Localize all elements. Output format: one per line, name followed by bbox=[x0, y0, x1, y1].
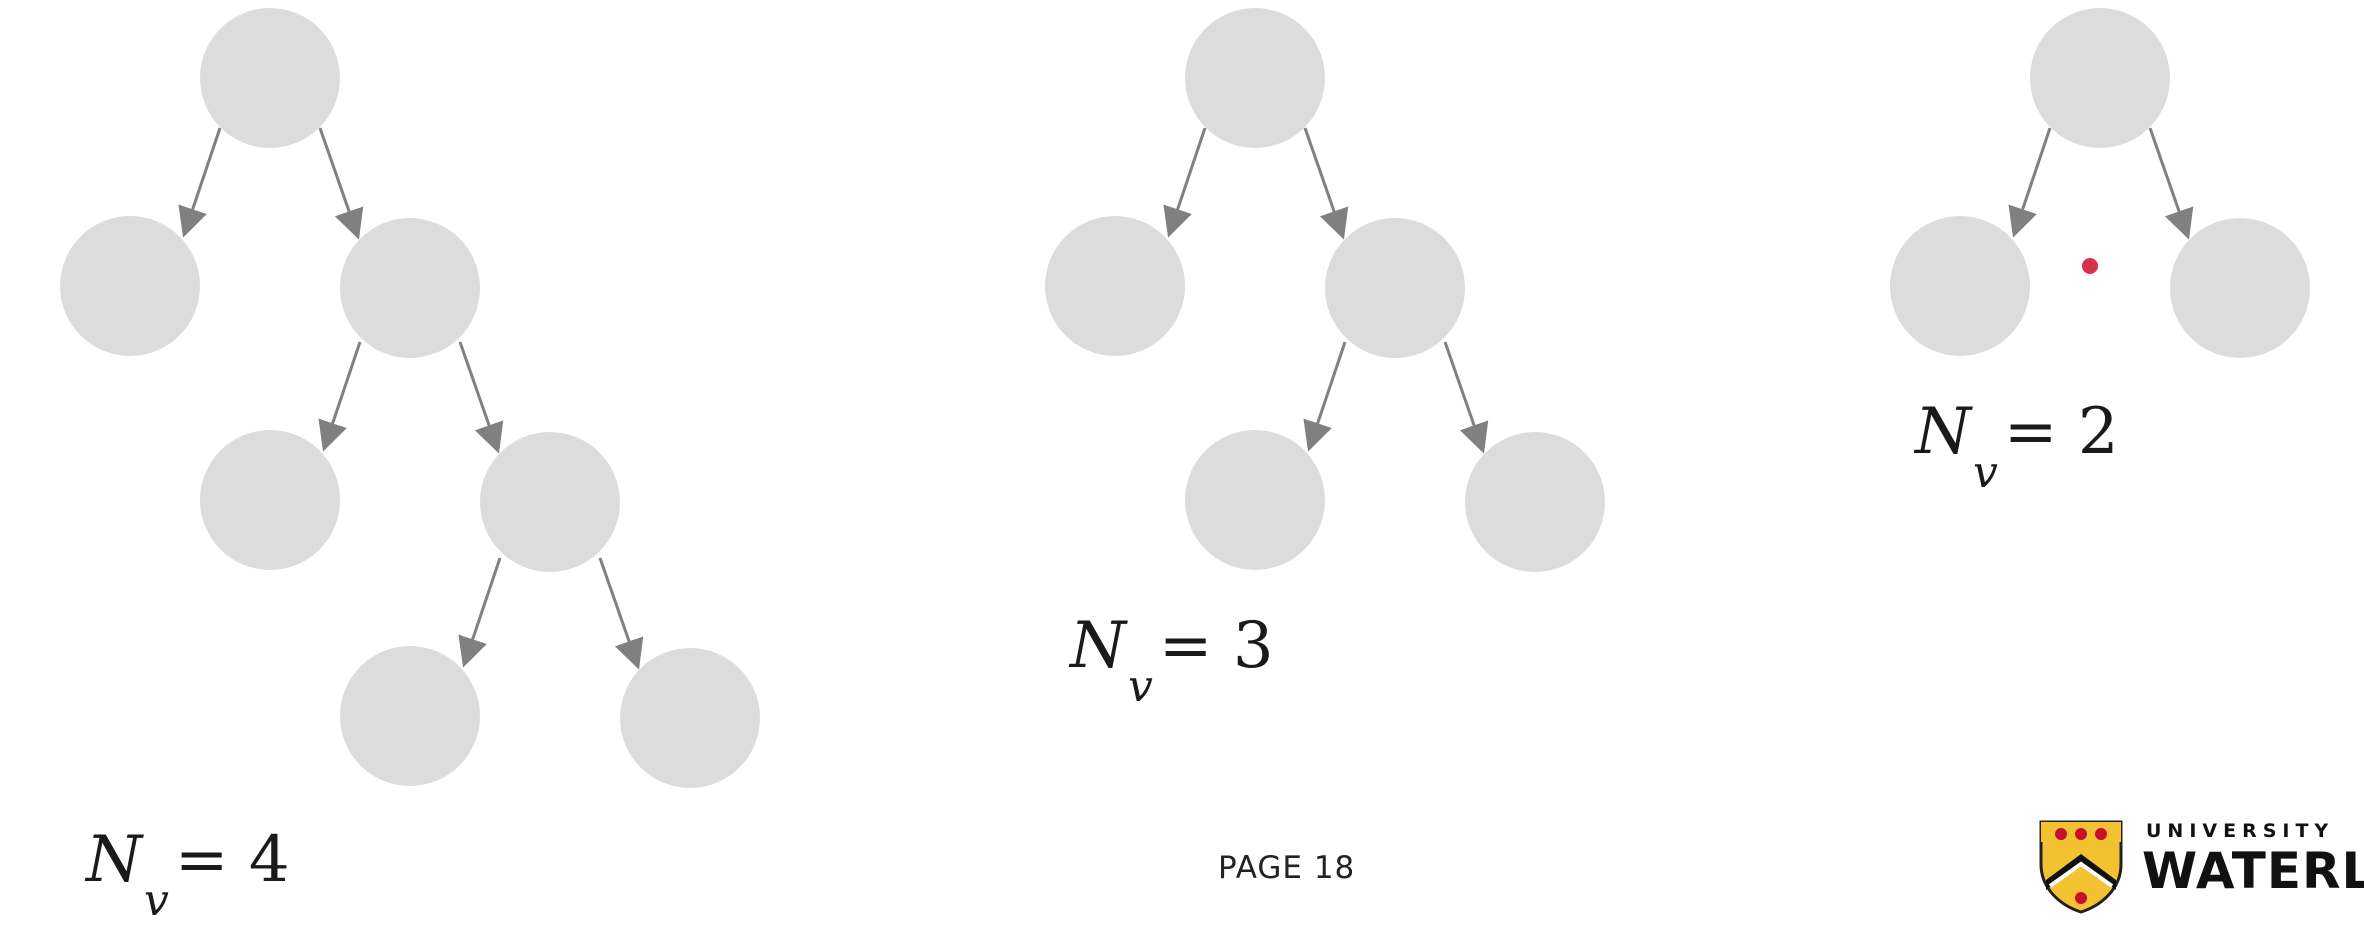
equation-symbol: N bbox=[1070, 609, 1126, 683]
tree-node bbox=[340, 646, 480, 786]
edge bbox=[1303, 127, 1349, 240]
equation-nv-4: Nv= 4 bbox=[86, 828, 290, 923]
tree-node bbox=[340, 218, 480, 358]
tree-depth-3 bbox=[1045, 8, 1605, 572]
edge bbox=[598, 557, 644, 670]
equation-subscript: v bbox=[1973, 447, 1998, 498]
page-number: PAGE 18 bbox=[1218, 850, 1356, 886]
equation-symbol: N bbox=[86, 823, 142, 897]
edge bbox=[318, 341, 362, 452]
equation-value: = 4 bbox=[174, 823, 290, 897]
equation-value: = 3 bbox=[1158, 609, 1274, 683]
edge bbox=[1443, 341, 1489, 454]
tree-node bbox=[1890, 216, 2030, 356]
tree-node bbox=[200, 430, 340, 570]
tree-depth-2 bbox=[1890, 8, 2310, 358]
tree-node bbox=[480, 432, 620, 572]
edge bbox=[178, 127, 222, 238]
tree-node bbox=[1185, 430, 1325, 570]
edge bbox=[1303, 341, 1347, 452]
edge bbox=[458, 557, 502, 668]
edge bbox=[318, 127, 364, 240]
equation-subscript: v bbox=[1128, 661, 1153, 712]
edge bbox=[458, 341, 504, 454]
logo-text-waterloo: WATERLOO bbox=[2142, 842, 2364, 900]
equation-nv-2: Nv= 2 bbox=[1915, 400, 2119, 495]
edge bbox=[1163, 127, 1207, 238]
tree-edges bbox=[178, 127, 644, 670]
equation-nv-3: Nv= 3 bbox=[1070, 614, 1274, 709]
tree-node bbox=[1045, 216, 1185, 356]
university-logo: UNIVERSITY WATERLOO bbox=[2036, 818, 2364, 918]
tree-nodes bbox=[1890, 8, 2310, 358]
tree-node bbox=[620, 648, 760, 788]
tree-node bbox=[1325, 218, 1465, 358]
tree-node bbox=[200, 8, 340, 148]
laser-pointer-dot bbox=[2082, 258, 2098, 274]
equation-subscript: v bbox=[144, 875, 169, 926]
tree-edges bbox=[1163, 127, 1489, 454]
logo-text-university: UNIVERSITY bbox=[2146, 820, 2335, 842]
tree-edges bbox=[2008, 127, 2194, 240]
equation-value: = 2 bbox=[2003, 395, 2119, 469]
edge bbox=[2008, 127, 2052, 238]
tree-node bbox=[1465, 432, 1605, 572]
tree-nodes bbox=[60, 8, 760, 788]
shield-crest-icon bbox=[2039, 820, 2123, 914]
tree-node bbox=[1185, 8, 1325, 148]
edge bbox=[2148, 127, 2194, 240]
tree-node bbox=[60, 216, 200, 356]
equation-symbol: N bbox=[1915, 395, 1971, 469]
tree-depth-4 bbox=[60, 8, 760, 788]
tree-node bbox=[2170, 218, 2310, 358]
tree-node bbox=[2030, 8, 2170, 148]
tree-nodes bbox=[1045, 8, 1605, 572]
